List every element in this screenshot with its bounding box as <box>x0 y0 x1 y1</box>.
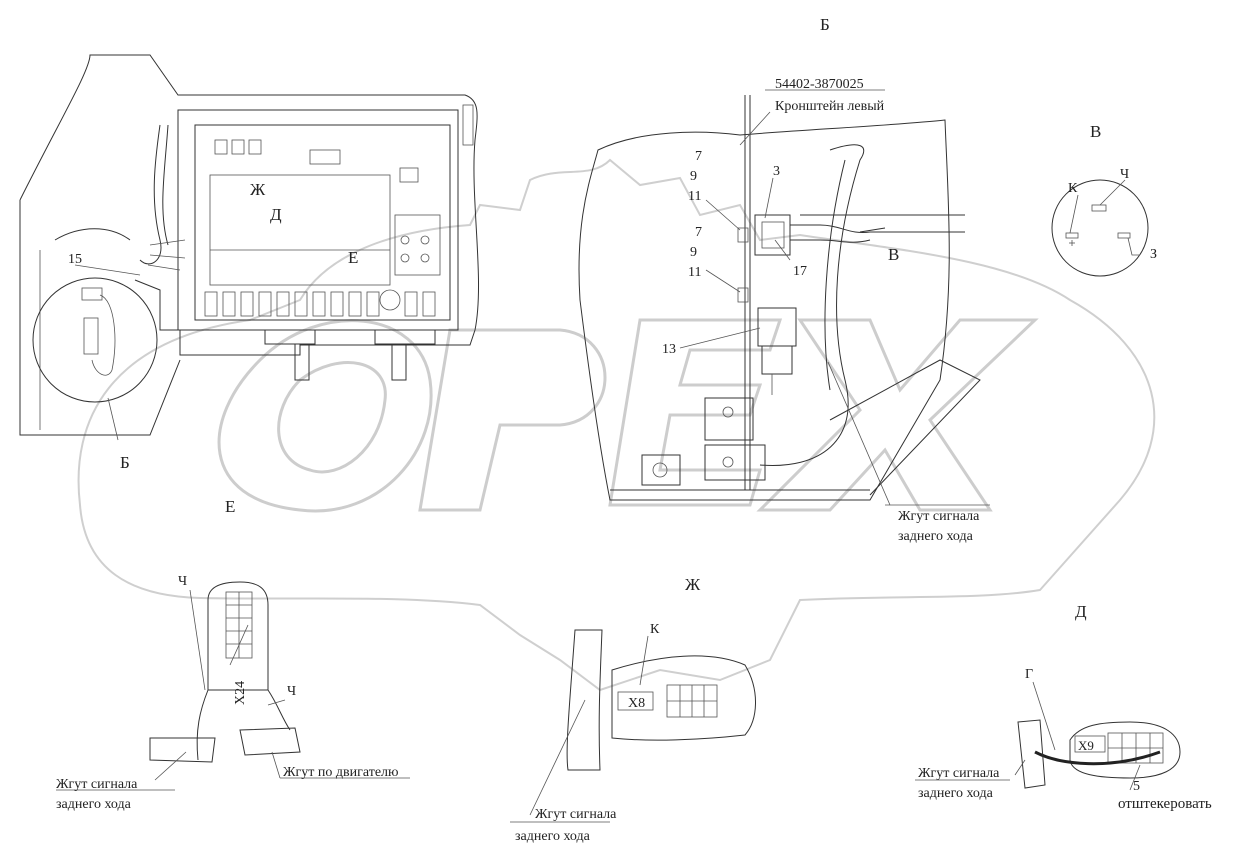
callout-3: 3 <box>773 164 780 179</box>
callout-13: 13 <box>662 342 676 357</box>
harness-reverse-b-line1: Жгут сигнала <box>898 509 980 524</box>
callout-z3-v: З <box>1150 247 1157 262</box>
view-b-left-label: Б <box>120 453 130 472</box>
labels: Б В В Б Е Ж Д Е Ж Д 54402-3870025 Кроншт… <box>56 15 1212 844</box>
callout-11a: 11 <box>688 189 701 204</box>
view-e-detail <box>56 581 410 791</box>
connector-x24: X24 <box>233 681 248 705</box>
part-number-label: 54402-3870025 <box>775 77 864 92</box>
callout-ch-e2: Ч <box>287 684 296 699</box>
watermark-letters <box>217 318 1039 513</box>
view-d-detail <box>915 681 1181 791</box>
view-zh-label: Ж <box>250 180 266 199</box>
view-e-label: Е <box>348 248 358 267</box>
callout-11b: 11 <box>688 265 701 280</box>
view-zh-title: Ж <box>685 575 701 594</box>
watermark <box>77 158 1156 692</box>
callout-ch-v: Ч <box>1120 167 1129 182</box>
harness-reverse-d-line2: заднего хода <box>918 786 994 801</box>
view-b-top-title: Б <box>820 15 830 34</box>
bracket-left-label: Кронштейн левый <box>775 99 885 114</box>
detail-circle-15 <box>32 277 158 403</box>
view-e-title: Е <box>225 497 235 516</box>
callout-17: 17 <box>793 264 807 279</box>
callout-15: 15 <box>68 252 82 267</box>
callout-9a: 9 <box>690 169 697 184</box>
harness-engine: Жгут по двигателю <box>283 765 399 780</box>
watermark-gear-outline <box>77 158 1156 692</box>
callout-9b: 9 <box>690 245 697 260</box>
callout-7a: 7 <box>695 149 702 164</box>
connector-x8: X8 <box>628 696 645 711</box>
view-v-arrow-label: В <box>888 245 899 264</box>
view-d-title: Д <box>1075 602 1087 621</box>
panel-buttons <box>204 139 436 317</box>
harness-reverse-e-line2: заднего хода <box>56 797 132 812</box>
harness-reverse-zh-line1: Жгут сигнала <box>535 807 617 822</box>
callout-g-d: Г <box>1025 667 1033 682</box>
connector-x9: X9 <box>1078 738 1094 753</box>
view-v-title: В <box>1090 122 1101 141</box>
harness-reverse-b-line2: заднего хода <box>898 529 974 544</box>
harness-reverse-d-line1: Жгут сигнала <box>918 766 1000 781</box>
harness-reverse-zh-line2: заднего хода <box>515 829 591 844</box>
callout-k-zh: К <box>650 622 660 637</box>
harness-reverse-e-line1: Жгут сигнала <box>56 777 138 792</box>
unplug-note: отштекеровать <box>1118 796 1212 812</box>
view-b-panel <box>19 54 479 441</box>
view-b-frame <box>578 89 990 506</box>
view-zh-detail <box>510 629 756 823</box>
view-v-detail <box>1051 179 1149 277</box>
callout-7b: 7 <box>695 225 702 240</box>
callout-5: 5 <box>1133 779 1140 794</box>
callout-ch-e1: Ч <box>178 574 187 589</box>
callout-k-v: К <box>1068 181 1078 196</box>
view-d-label: Д <box>270 205 282 224</box>
